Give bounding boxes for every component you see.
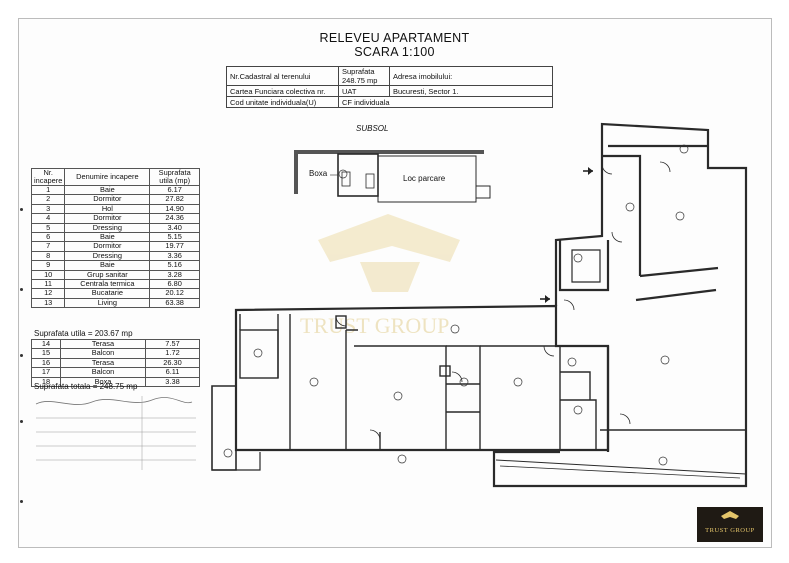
room-area: 20.12 (149, 288, 200, 299)
individual-cf-label: CF individuala (338, 96, 553, 108)
room-number: 12 (30, 288, 66, 299)
room-number: 17 (31, 367, 61, 378)
room-name: Balcon (60, 348, 146, 359)
room-area: 27.82 (149, 194, 200, 205)
document-scale: SCARA 1:100 (354, 45, 435, 59)
room-area: 19.77 (149, 241, 200, 252)
col-header-area: Suprafata utila (mp) (149, 168, 200, 186)
basement-label: SUBSOL (356, 124, 389, 133)
room-area: 1.72 (145, 348, 200, 359)
room-name: Baie (64, 260, 151, 271)
room-number: 2 (30, 194, 66, 205)
room-name: Dormitor (64, 213, 151, 224)
unit-code-label: Cod unitate individuala(U) (226, 96, 339, 108)
handwritten-notes-area (35, 396, 196, 470)
uat-value: Bucuresti, Sector 1. (389, 85, 553, 97)
room-number: 7 (30, 241, 66, 252)
room-number: 9 (30, 260, 66, 271)
parking-label: Loc parcare (403, 174, 446, 183)
room-number: 13 (30, 297, 66, 309)
col-header-number: Nr. incapere (30, 168, 66, 186)
room-name: Dormitor (64, 194, 151, 205)
logo-text: TRUST GROUP (705, 527, 755, 534)
land-book-label: Cartea Funciara colectiva nr. (226, 85, 339, 97)
boxa-label: Boxa (309, 169, 328, 178)
room-area: 6.11 (145, 367, 200, 378)
cadastral-number-label: Nr.Cadastral al terenului (226, 66, 339, 86)
room-name: Bucatarie (64, 288, 151, 299)
document-title: RELEVEU APARTAMENT (319, 31, 470, 45)
room-area: 3.38 (145, 376, 200, 388)
trust-group-logo: TRUST GROUP (697, 507, 763, 542)
col-header-name: Denumire incapere (64, 168, 151, 186)
uat-label: UAT (338, 85, 390, 97)
rooms-table: Nr. incapere Denumire incapere Suprafata… (30, 168, 200, 309)
room-area: 63.38 (149, 297, 200, 309)
room-number: 4 (30, 213, 66, 224)
room-area: 5.16 (149, 260, 200, 271)
useful-area-total: Suprafata utila = 203.67 mp (34, 329, 133, 338)
logo-mark-icon (721, 511, 739, 519)
room-name: Dormitor (64, 241, 151, 252)
address-label: Adresa imobilului: (389, 66, 553, 86)
area-value: 248.75 mp (342, 76, 378, 85)
room-number: 15 (31, 348, 61, 359)
room-area: 24.36 (149, 213, 200, 224)
total-area: Suprafata totala = 248.75 mp (34, 382, 138, 391)
room-name: Living (64, 297, 151, 309)
room-name: Balcon (60, 367, 146, 378)
